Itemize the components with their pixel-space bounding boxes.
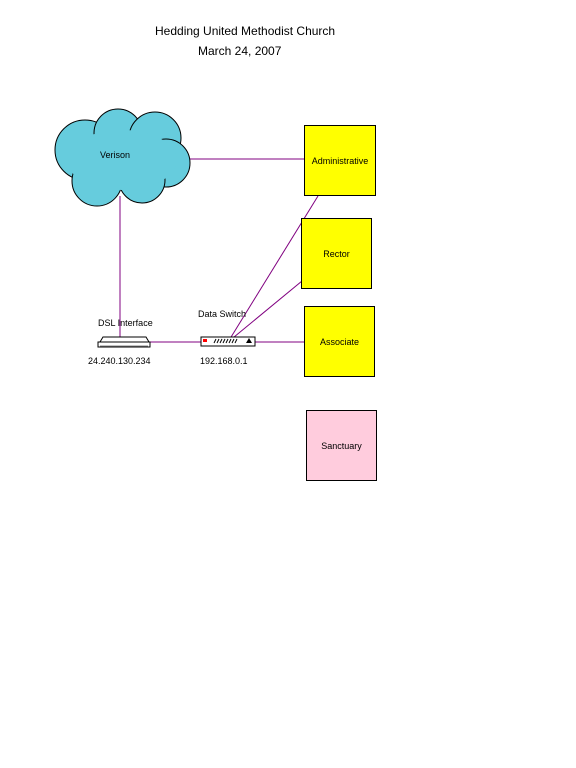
office-rector: Rector <box>301 218 372 289</box>
data-switch-label: Data Switch <box>198 309 247 319</box>
dsl-ip-label: 24.240.130.234 <box>88 356 151 366</box>
internet-cloud-icon <box>54 108 191 207</box>
office-label: Associate <box>319 336 360 347</box>
dsl-modem-icon <box>97 336 151 348</box>
office-label: Sanctuary <box>321 440 362 451</box>
cloud-label: Verison <box>100 150 131 160</box>
dsl-interface-label: DSL Interface <box>98 318 153 328</box>
office-administrative: Administrative <box>304 125 376 196</box>
office-associate: Associate <box>304 306 375 377</box>
office-sanctuary: Sanctuary <box>306 410 377 481</box>
switch-ip-label: 192.168.0.1 <box>200 356 248 366</box>
office-label: Rector <box>323 248 350 259</box>
link-switch-rector <box>227 280 303 343</box>
diagram-date: March 24, 2007 <box>198 44 282 58</box>
diagram-title: Hedding United Methodist Church <box>155 24 336 38</box>
office-label: Administrative <box>311 155 369 166</box>
network-switch-icon <box>200 336 256 347</box>
